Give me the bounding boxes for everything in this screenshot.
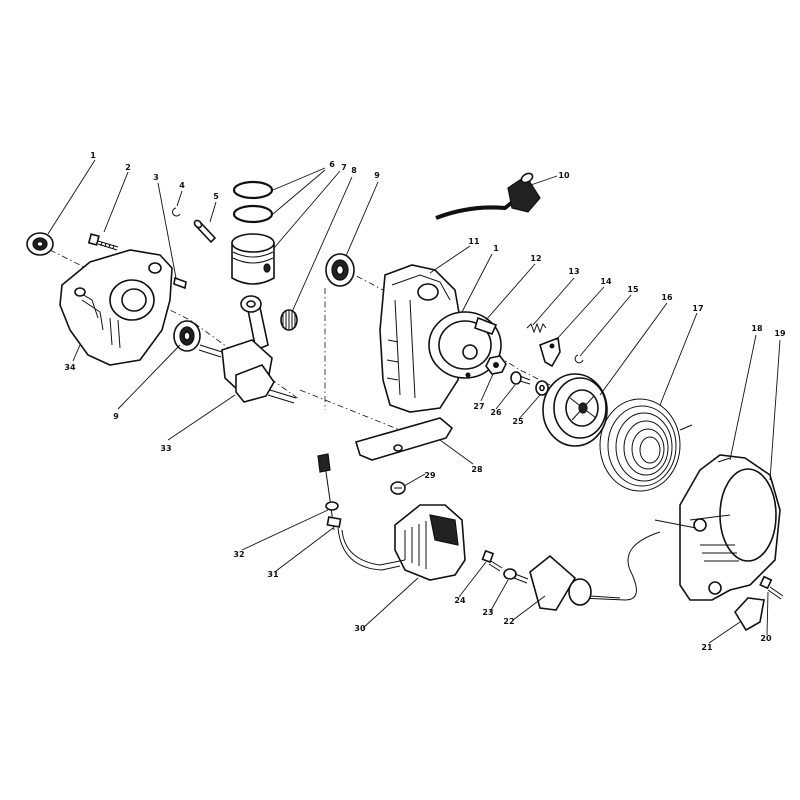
screw-24-drawing [481,549,503,572]
part-label-10: 10 [558,171,570,180]
part-labels: 1 2 3 4 5 6 7 8 9 10 11 1 12 13 14 15 16… [64,151,786,652]
part-label-5: 5 [213,192,219,201]
part-label-31: 31 [267,570,279,579]
needle-bearing-drawing [280,309,298,331]
leader-lines [47,159,781,644]
part-label-19: 19 [774,329,786,338]
part-label-30: 30 [354,624,366,633]
part-label-7: 7 [341,163,347,172]
bearing-top-drawing [325,253,355,287]
part-label-11: 11 [468,237,480,246]
part-label-21: 21 [701,643,713,652]
dowel-pin-drawing [173,276,187,290]
part-label-1-bearing: 1 [90,151,96,160]
part-label-8: 8 [351,166,357,175]
part-label-25: 25 [512,417,524,426]
part-label-34: 34 [64,363,76,372]
part-label-32: 32 [233,550,244,559]
part-label-6: 6 [329,160,335,169]
e-clip-drawing [574,354,584,364]
starter-housing-drawing [679,454,781,601]
housing-screw-drawing [759,575,784,600]
recoil-spring-drawing [599,398,693,492]
part-label-9-top: 9 [374,171,380,180]
starter-rope-drawing [579,519,697,601]
part-label-17: 17 [692,304,703,313]
part-label-3: 3 [153,173,159,182]
part-label-12: 12 [530,254,541,263]
part-label-33: 33 [160,444,171,453]
part-label-22: 22 [503,617,514,626]
screw-drawing [510,371,531,385]
bearing-left-drawing [26,232,54,256]
part-label-29: 29 [424,471,436,480]
part-label-27: 27 [473,402,484,411]
part-label-13: 13 [568,267,579,276]
part-label-28: 28 [471,465,483,474]
nut-drawing [485,355,507,375]
piston-rings-drawing [232,180,274,224]
part-label-1-flywheel: 1 [493,244,499,253]
crankshaft-drawing [198,295,297,404]
part-label-9-lower: 9 [113,412,119,421]
cover-plate-drawing [734,597,765,632]
bolt-drawing [87,233,119,251]
washer-drawing [535,380,549,396]
part-label-16: 16 [661,293,673,302]
starter-handle-drawing [529,554,621,611]
screw-23-drawing [503,568,529,584]
part-label-4: 4 [179,181,185,190]
starter-pulley-drawing [542,373,608,447]
clip-drawing [172,207,181,217]
spring-drawing [526,322,547,334]
part-label-18: 18 [751,324,763,333]
piston-pin-drawing [193,219,217,244]
part-label-23: 23 [482,608,493,617]
pawl-drawing [539,336,561,368]
bearing-lower-drawing [173,320,201,352]
crankcase-right-drawing [379,264,502,413]
screw-29-drawing [390,481,406,495]
part-label-20: 20 [760,634,772,643]
bracket-drawing [354,417,454,461]
part-label-14: 14 [600,277,612,286]
ignition-coil-drawing [317,453,466,581]
part-label-24: 24 [454,596,466,605]
piston-drawing [231,233,275,285]
crankcase-left-drawing [59,249,173,366]
part-label-2: 2 [125,163,131,172]
part-label-15: 15 [627,285,639,294]
part-label-26: 26 [490,408,502,417]
spark-plug-cap-drawing [435,172,541,220]
